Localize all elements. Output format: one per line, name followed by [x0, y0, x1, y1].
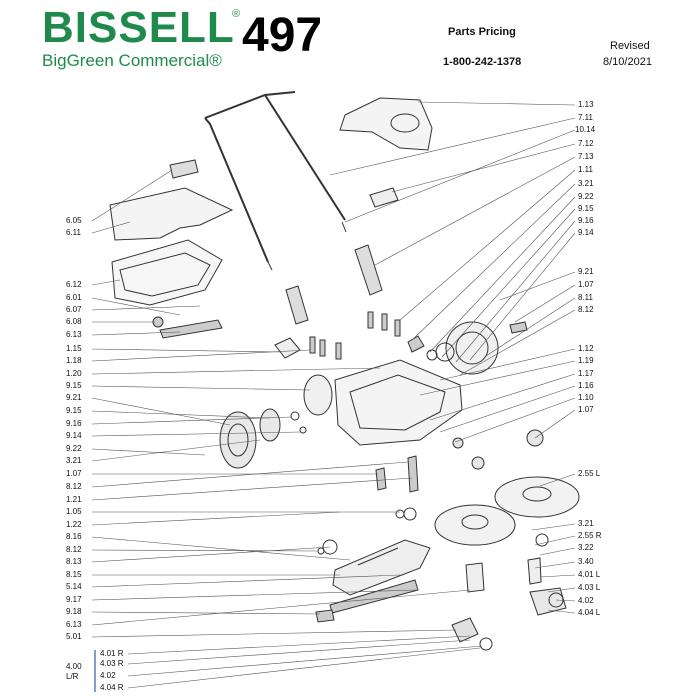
parts-pricing-title: Parts Pricing	[448, 26, 516, 38]
callout-label: 1.21	[66, 495, 82, 504]
callout-label: 1.18	[66, 356, 82, 365]
model-number: 497	[242, 9, 323, 62]
callout-label: 8.12	[66, 545, 82, 554]
callout-label: 9.21	[578, 267, 594, 276]
group-item: 4.01 R	[100, 649, 124, 658]
callout-label: 9.15	[66, 406, 82, 415]
callout-label: 9.14	[66, 431, 82, 440]
group-sublabel: L/R	[66, 672, 79, 681]
callout-label: 1.12	[578, 344, 594, 353]
group-item: 4.03 R	[100, 659, 124, 668]
callout-label: 6.08	[66, 317, 82, 326]
callout-label: 8.12	[578, 305, 594, 314]
callout-label: 9.22	[66, 444, 82, 453]
callout-label: 6.13	[66, 620, 82, 629]
callout-label: 1.19	[578, 356, 594, 365]
callout-label: 9.21	[66, 393, 82, 402]
callout-label: 7.11	[578, 113, 593, 122]
callout-label: 4.04 L	[578, 608, 601, 617]
callout-label: 4.01 L	[578, 570, 601, 579]
group-item: 4.02	[100, 671, 116, 680]
callout-label: 6.13	[66, 330, 82, 339]
callout-label: 3.40	[578, 557, 594, 566]
callout-label: 1.15	[66, 344, 82, 353]
callout-label: 1.13	[578, 100, 594, 109]
callout-label: 2.55 R	[578, 531, 602, 540]
parts-artwork	[109, 91, 580, 651]
callout-label: 8.11	[578, 293, 593, 302]
callout-label: 9.14	[578, 228, 594, 237]
callout-label: 2.55 L	[578, 469, 601, 478]
brand-wordmark: BISSELL	[42, 3, 235, 52]
callout-label: 3.22	[578, 543, 594, 552]
callout-label: 3.21	[578, 519, 594, 528]
callout-label: 5.14	[66, 582, 82, 591]
callout-label: 8.16	[66, 532, 82, 541]
callout-label: 9.16	[66, 419, 82, 428]
callout-label: 9.15	[578, 204, 594, 213]
group-label: 4.00	[66, 662, 82, 671]
callout-label: 7.13	[578, 152, 594, 161]
callout-label: 1.22	[66, 520, 82, 529]
callout-label: 1.07	[578, 280, 594, 289]
callout-label: 3.21	[578, 179, 594, 188]
callout-label: 9.22	[578, 192, 594, 201]
callout-label: 1.07	[578, 405, 594, 414]
callout-label: 4.03 L	[578, 583, 601, 592]
callout-label: 4.02	[578, 596, 594, 605]
callout-leader-lines	[91, 101, 576, 689]
callout-label: 6.12	[66, 280, 82, 289]
brand-subline: BigGreen Commercial®	[42, 51, 222, 70]
callout-label: 1.20	[66, 369, 82, 378]
revised-date: 8/10/2021	[603, 56, 652, 68]
callout-label: 9.15	[66, 381, 82, 390]
callout-label: 1.07	[66, 469, 82, 478]
revised-label: Revised	[610, 40, 650, 52]
callout-label: 3.21	[66, 456, 82, 465]
callout-label: 8.12	[66, 482, 82, 491]
callout-label: 9.17	[66, 595, 82, 604]
callout-label: 5.01	[66, 632, 82, 641]
callout-label: 1.16	[578, 381, 594, 390]
callout-label: 7.12	[578, 139, 594, 148]
callout-label: 10.14	[575, 125, 596, 134]
callout-label: 6.05	[66, 216, 82, 225]
callout-label: 8.15	[66, 570, 82, 579]
callout-label: 1.10	[578, 393, 594, 402]
callout-label: 1.11	[578, 165, 593, 174]
callout-label: 6.01	[66, 293, 82, 302]
phone-number: 1-800-242-1378	[443, 56, 522, 68]
callout-label: 6.11	[66, 228, 81, 237]
group-item: 4.04 R	[100, 683, 124, 692]
callout-label: 9.18	[66, 607, 82, 616]
registered-mark: ®	[232, 8, 241, 20]
callout-label: 9.16	[578, 216, 594, 225]
callout-label: 8.13	[66, 557, 82, 566]
callout-label: 1.05	[66, 507, 82, 516]
callout-label: 6.07	[66, 305, 82, 314]
bissell-logo: BISSELL ® BigGreen Commercial®	[42, 3, 240, 71]
callout-label: 1.17	[578, 369, 594, 378]
